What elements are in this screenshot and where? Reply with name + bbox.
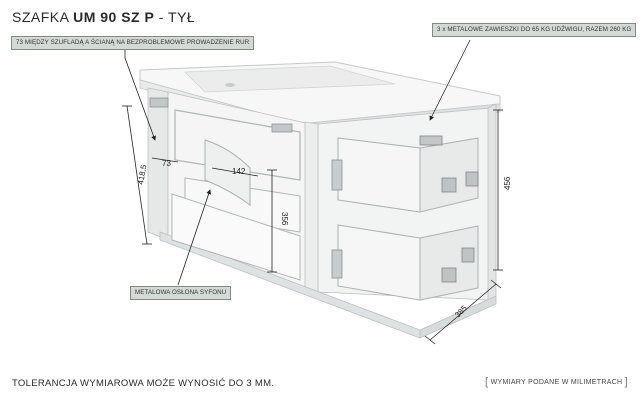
right-drawer-bottom (331, 224, 479, 301)
bracket-close: ] (624, 376, 628, 388)
title-suffix: - TYŁ (158, 9, 196, 25)
tolerance-note: TOLERANCJA WYMIAROWA MOŻE WYNOSIĆ DO 3 M… (12, 378, 275, 389)
page-title: SZAFKA UM 90 SZ P - TYŁ (12, 9, 195, 25)
drain-hole (225, 83, 235, 87)
dim-left-height: 418.5 (136, 164, 148, 186)
dim-cutout-width: 142 (232, 167, 246, 176)
units-note: WYMIARY PODANE W MILIMETRACH (490, 379, 623, 386)
dim-right-height: 456 (503, 176, 512, 190)
title-prefix: SZAFKA (12, 9, 69, 25)
siphon-cutout (204, 139, 251, 206)
bracket (271, 123, 293, 133)
runner (441, 177, 457, 193)
dim-cutout-height: 356 (280, 212, 289, 226)
runner (441, 267, 457, 283)
runner (461, 247, 475, 263)
right-drawer-top (331, 135, 479, 213)
units-note-box: [ WYMIARY PODANE W MILIMETRACH ] (485, 376, 628, 388)
runner (331, 159, 343, 191)
dim-gap-width: 73 (162, 159, 171, 168)
runner (331, 249, 343, 279)
callout-siphon: METALOWA OSŁONA SYFONU (130, 286, 232, 301)
dimension-lines (122, 105, 503, 345)
hanger-left (149, 97, 169, 108)
leader-lines (124, 39, 471, 286)
callout-gap: 73 MIĘDZY SZUFLADĄ A ŚCIANĄ NA BEZPROBLE… (11, 36, 255, 51)
left-drawer-frame (149, 97, 301, 281)
hanger-right (419, 135, 443, 146)
title-model: UM 90 SZ P (73, 9, 155, 25)
bracket-open: [ (484, 376, 489, 388)
callout-hangers: 3 x METALOWE ZAWIESZKI DO 65 KG UDŹWIGU,… (432, 23, 637, 38)
runner (465, 171, 479, 187)
